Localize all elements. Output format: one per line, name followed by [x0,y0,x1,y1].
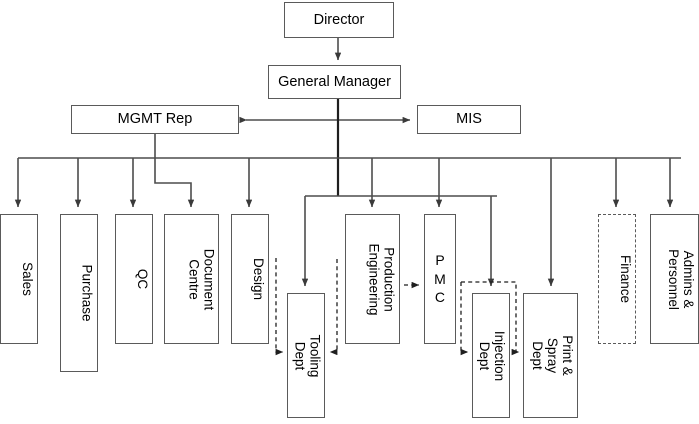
node-label-injection-dept: Injection Dept [476,330,508,381]
node-print-spray-dept[interactable]: Print & Spray Dept [523,293,578,418]
wire-pmc-to-injection [460,282,469,356]
node-production-engineering[interactable]: Production Engineering [345,214,400,344]
node-finance[interactable]: Finance [598,214,636,344]
wire-mgmtrep-to-doccentre [154,134,195,208]
node-document-centre[interactable]: Document Centre [164,214,219,344]
node-label-document-centre: Document Centre [185,248,216,310]
node-general-manager[interactable]: General Manager [268,65,401,99]
node-mis[interactable]: MIS [417,105,521,134]
node-label-print-spray-dept: Print & Spray Dept [529,335,575,376]
node-label-sales: Sales [20,262,35,296]
node-qc[interactable]: QC [115,214,153,344]
node-pmc[interactable]: P M C [424,214,456,344]
wire-prodeng-to-tooling [329,259,338,356]
node-label-finance: Finance [618,254,633,304]
node-label-director: Director [313,11,365,28]
node-sales[interactable]: Sales [0,214,38,344]
wire-design-to-tooling [275,258,284,356]
node-label-design: Design [251,257,266,301]
node-injection-dept[interactable]: Injection Dept [472,293,510,418]
node-label-mgmt-rep: MGMT Rep [117,111,193,128]
node-tooling-dept[interactable]: Tooling Dept [287,293,325,418]
node-label-purchase: Purchase [80,264,96,322]
node-label-admins-personnel: Admins & Personnel [665,248,697,310]
node-label-tooling-dept: Tooling Dept [291,334,322,377]
node-label-general-manager: General Manager [278,73,391,90]
node-label-production-engineering: Production Engineering [366,242,397,316]
node-design[interactable]: Design [231,214,269,344]
node-director[interactable]: Director [284,2,394,38]
node-label-pmc: P M C [434,251,446,306]
node-mgmt-rep[interactable]: MGMT Rep [71,105,239,134]
node-label-mis: MIS [456,111,482,128]
node-purchase[interactable]: Purchase [60,214,98,372]
node-label-qc: QC [135,268,150,290]
node-admins-personnel[interactable]: Admins & Personnel [650,214,699,344]
